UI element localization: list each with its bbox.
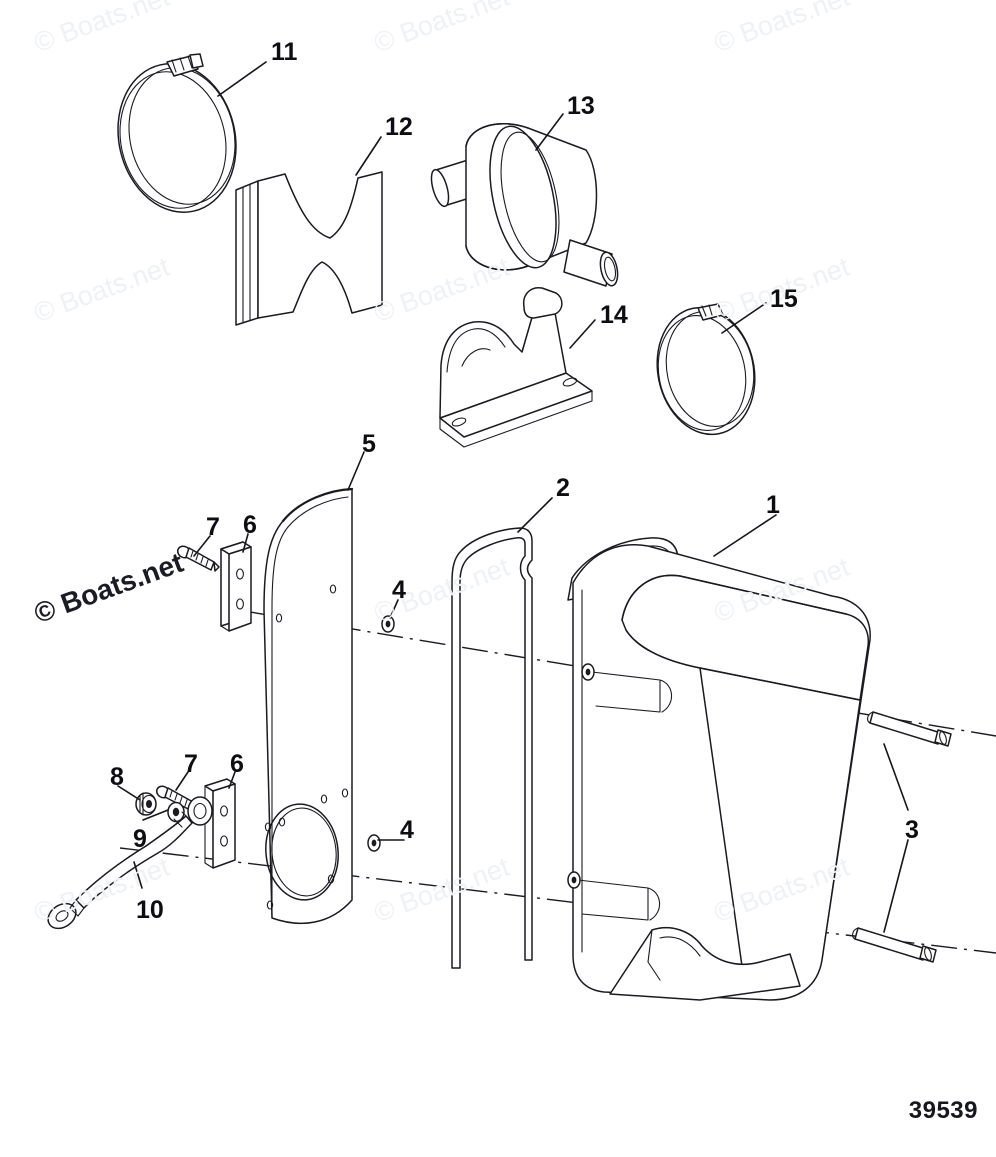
callout-number-lock-nut: 8 bbox=[110, 763, 124, 791]
part-7-screw-upper bbox=[176, 545, 220, 572]
callout-number-hose-clamp-small: 15 bbox=[770, 285, 798, 313]
part-12-exhaust-support-bracket bbox=[235, 171, 383, 326]
part-4-flat-washer-lower bbox=[367, 834, 381, 852]
part-1-sound-box-cover bbox=[567, 537, 871, 1001]
part-2-gasket-seal bbox=[451, 527, 533, 969]
part-3-mounting-bolt-upper bbox=[867, 711, 952, 747]
callout-number-muffler-resonator: 13 bbox=[567, 92, 595, 120]
callout-number-flat-washer-lower: 4 bbox=[400, 816, 414, 844]
boss-lower bbox=[567, 871, 661, 921]
callout-number-gasket-seal: 2 bbox=[556, 474, 570, 502]
boss-upper bbox=[581, 663, 673, 713]
callout-number-screw-upper: 7 bbox=[206, 513, 220, 541]
diagram-id-number: 39539 bbox=[908, 1097, 978, 1124]
callout-number-flat-washer-upper: 4 bbox=[392, 576, 406, 604]
callout-number-spacer-block-upper: 6 bbox=[243, 511, 257, 539]
part-14-mounting-bracket bbox=[439, 287, 593, 448]
part-6-spacer-block-upper bbox=[220, 541, 252, 632]
part-15-hose-clamp-small bbox=[656, 303, 756, 436]
part-13-muffler-resonator bbox=[430, 122, 619, 287]
callout-number-sound-box-cover: 1 bbox=[766, 491, 780, 519]
part-8-lock-nut bbox=[135, 792, 157, 816]
callout-number-mounting-bracket: 14 bbox=[600, 301, 628, 329]
callout-number-mounting-bolt: 3 bbox=[905, 816, 919, 844]
callout-number-ground-strap: 10 bbox=[136, 896, 164, 924]
part-5-side-panel bbox=[263, 487, 354, 924]
part-11-hose-clamp-large bbox=[117, 53, 237, 213]
callout-number-exhaust-support-bracket: 12 bbox=[385, 113, 413, 141]
callout-leader-lines bbox=[117, 61, 909, 933]
part-6-spacer-block-lower bbox=[204, 778, 236, 869]
part-3-mounting-bolt-lower bbox=[852, 927, 937, 963]
part-4-flat-washer-upper bbox=[381, 615, 395, 633]
callout-number-side-panel: 5 bbox=[362, 430, 376, 458]
callout-number-hose-clamp-large: 11 bbox=[271, 38, 298, 66]
callout-number-flat-washer-strap: 9 bbox=[133, 825, 147, 853]
callout-number-spacer-block-lower: 6 bbox=[230, 750, 244, 778]
callout-number-screw-lower: 7 bbox=[184, 750, 198, 778]
